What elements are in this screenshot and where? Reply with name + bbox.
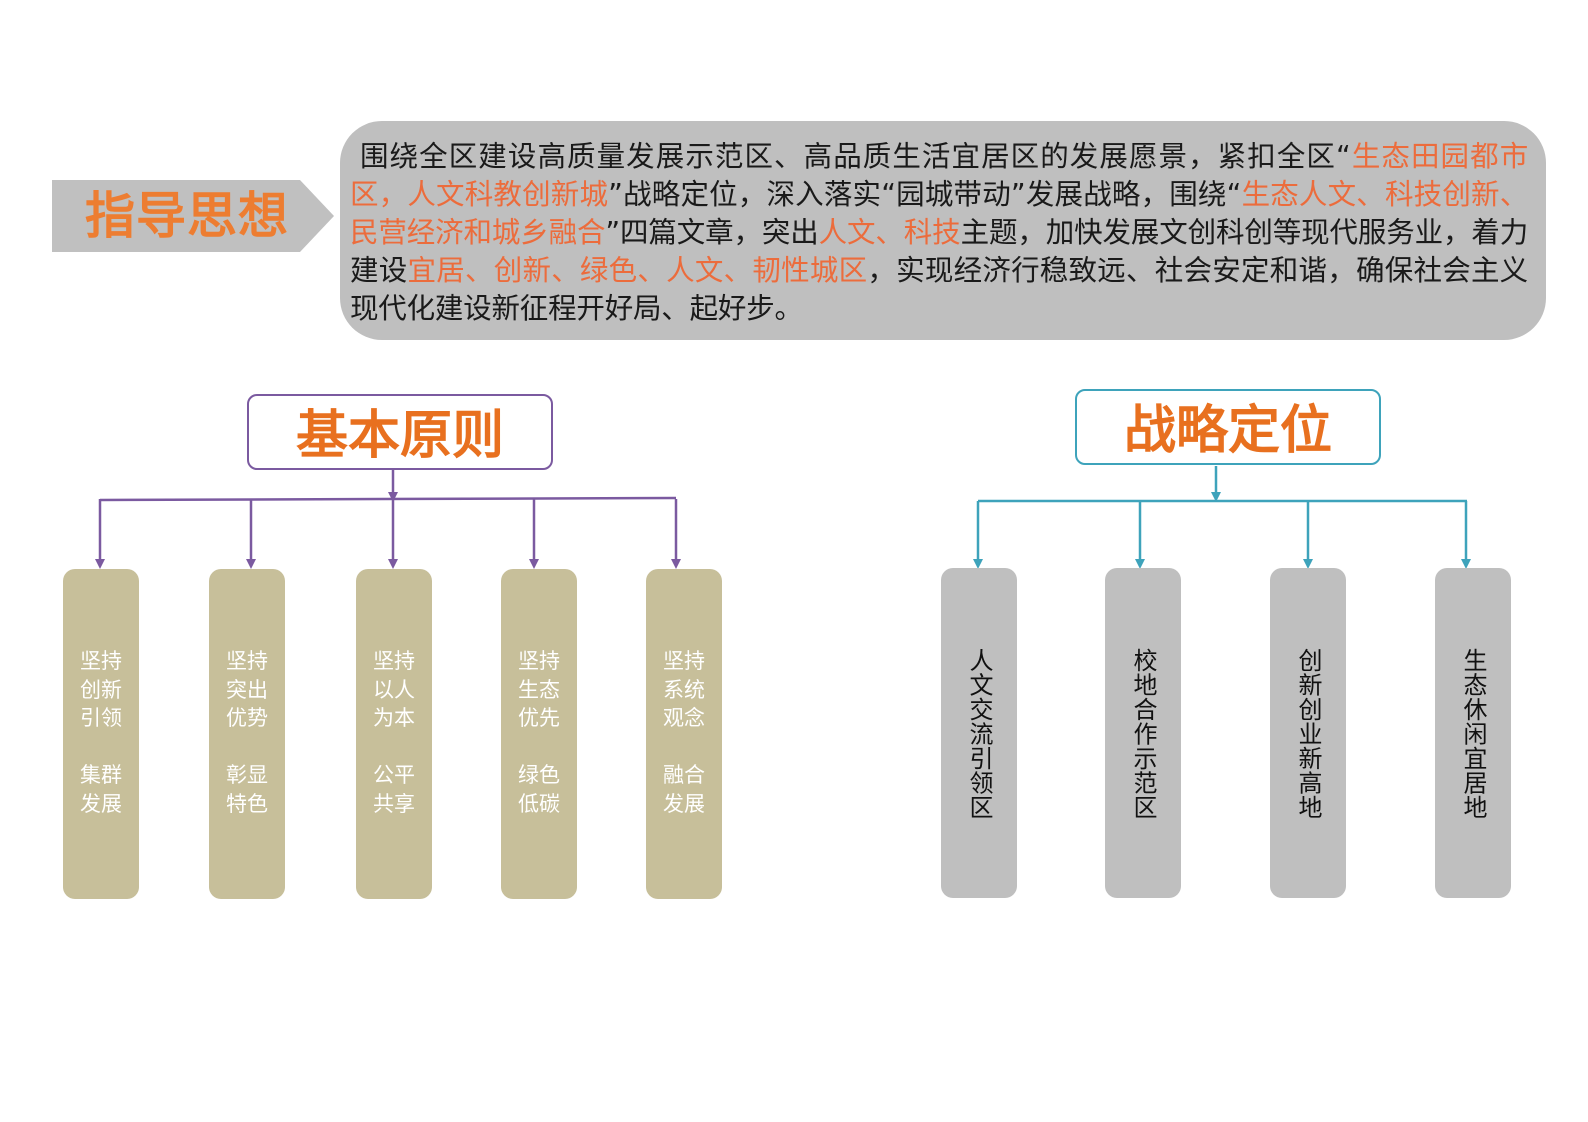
positioning-text: 生态休闲宜居地 <box>1459 648 1487 820</box>
body-text: ，实现经济行稳致远、社会安定和谐，确保社会主义现代化建设新征程开好局、起好步。 <box>350 254 1528 325</box>
body-text: ”四篇文章，突出 <box>605 216 819 249</box>
body-text: 主题，加快发展文创科创等现代服务业，着力建设 <box>350 216 1528 287</box>
positioning-text: 创新创业新高地 <box>1294 648 1322 820</box>
positioning-connectors <box>973 466 1471 569</box>
guiding-thought-label: 指导思想 <box>85 187 289 245</box>
principle-text: 坚持 系统 观念 融合 发展 <box>663 649 705 816</box>
principle-pillar: 坚持 系统 观念 融合 发展 <box>646 569 722 899</box>
highlight-text: 生态人文、科技创新、民营经济和城乡融合 <box>350 178 1529 249</box>
highlight-text: 人文、科技 <box>818 216 961 249</box>
bus-line <box>99 496 677 502</box>
body-text: ”战略定位，深入落实“园城带动”发展战略，围绕“ <box>608 178 1242 211</box>
strategic-positioning-title: 战略定位 <box>1075 389 1381 465</box>
principles-connectors <box>95 470 681 569</box>
positioning-pillar: 人文交流引领区 <box>941 568 1017 898</box>
principle-text: 坚持 突出 优势 彰显 特色 <box>226 649 268 816</box>
highlight-text: 生态田园都市区，人文科教创新城 <box>350 140 1528 211</box>
positioning-text: 人文交流引领区 <box>965 648 993 820</box>
highlight-text: 宜居、创新、绿色、人文、韧性城区 <box>407 254 868 287</box>
guiding-thought-bubble: 围绕全区建设高质量发展示范区、高品质生活宜居区的发展愿景，紧扣全区“生态田园都市… <box>340 121 1546 340</box>
positioning-text: 校地合作示范区 <box>1129 648 1157 820</box>
principle-text: 坚持 创新 引领 集群 发展 <box>80 649 122 816</box>
principle-text: 坚持 生态 优先 绿色 低碳 <box>518 649 560 816</box>
positioning-pillar: 生态休闲宜居地 <box>1435 568 1511 898</box>
basic-principles-title: 基本原则 <box>247 394 553 470</box>
principle-text: 坚持 以人 为本 公平 共享 <box>373 649 415 816</box>
principle-pillar: 坚持 突出 优势 彰显 特色 <box>209 569 285 899</box>
positioning-pillar: 校地合作示范区 <box>1105 568 1181 898</box>
principle-pillar: 坚持 创新 引领 集群 发展 <box>63 569 139 899</box>
guiding-thought-text: 围绕全区建设高质量发展示范区、高品质生活宜居区的发展愿景，紧扣全区“生态田园都市… <box>350 138 1528 328</box>
principle-pillar: 坚持 以人 为本 公平 共享 <box>356 569 432 899</box>
arrow-tag-shape <box>52 180 334 252</box>
principle-pillar: 坚持 生态 优先 绿色 低碳 <box>501 569 577 899</box>
guiding-thought-tag: 指导思想 <box>52 180 334 252</box>
positioning-pillar: 创新创业新高地 <box>1270 568 1346 898</box>
body-text: 围绕全区建设高质量发展示范区、高品质生活宜居区的发展愿景，紧扣全区“ <box>360 140 1351 173</box>
